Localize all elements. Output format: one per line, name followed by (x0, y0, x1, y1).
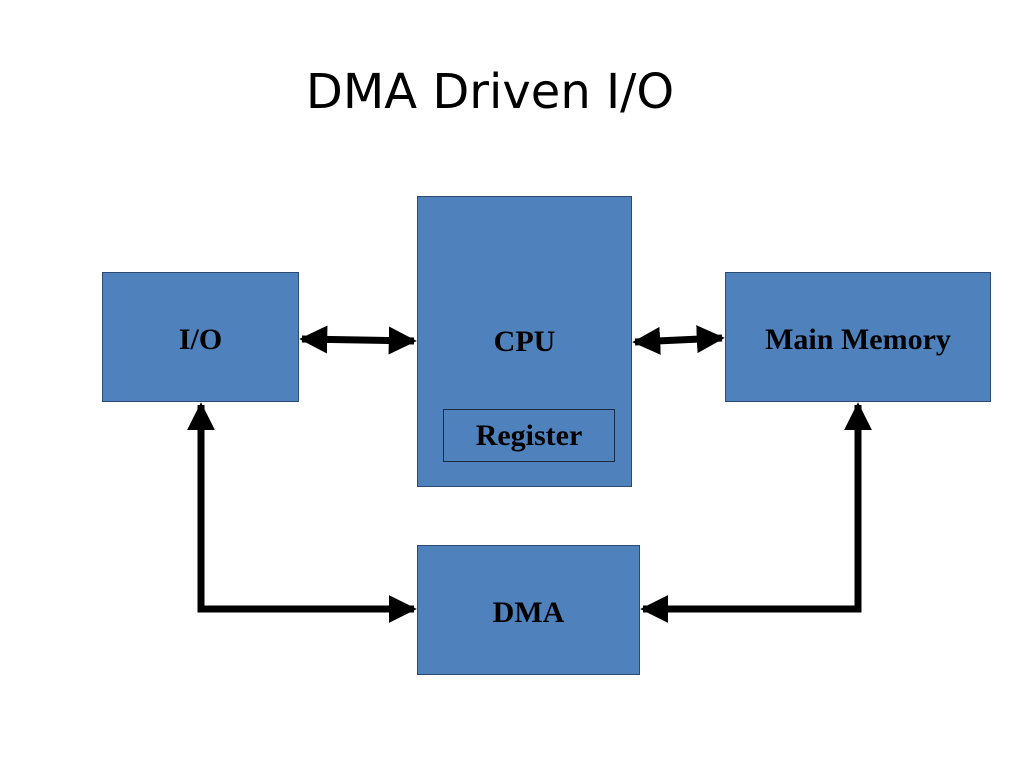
register-box: Register (443, 409, 615, 462)
memory-dma-arrow (640, 402, 872, 623)
main-memory-block: Main Memory (725, 272, 991, 402)
cpu-block: CPU Register (417, 196, 632, 487)
dma-block: DMA (417, 545, 640, 675)
io-block: I/O (102, 272, 299, 402)
io-cpu-arrow (299, 325, 417, 355)
io-dma-arrow (187, 402, 417, 623)
main-memory-label: Main Memory (765, 323, 951, 356)
io-label: I/O (178, 323, 223, 356)
dma-label: DMA (492, 596, 565, 629)
slide-title: DMA Driven I/O (305, 64, 675, 120)
cpu-label: CPU (493, 325, 556, 358)
cpu-memory-arrow (632, 325, 725, 355)
